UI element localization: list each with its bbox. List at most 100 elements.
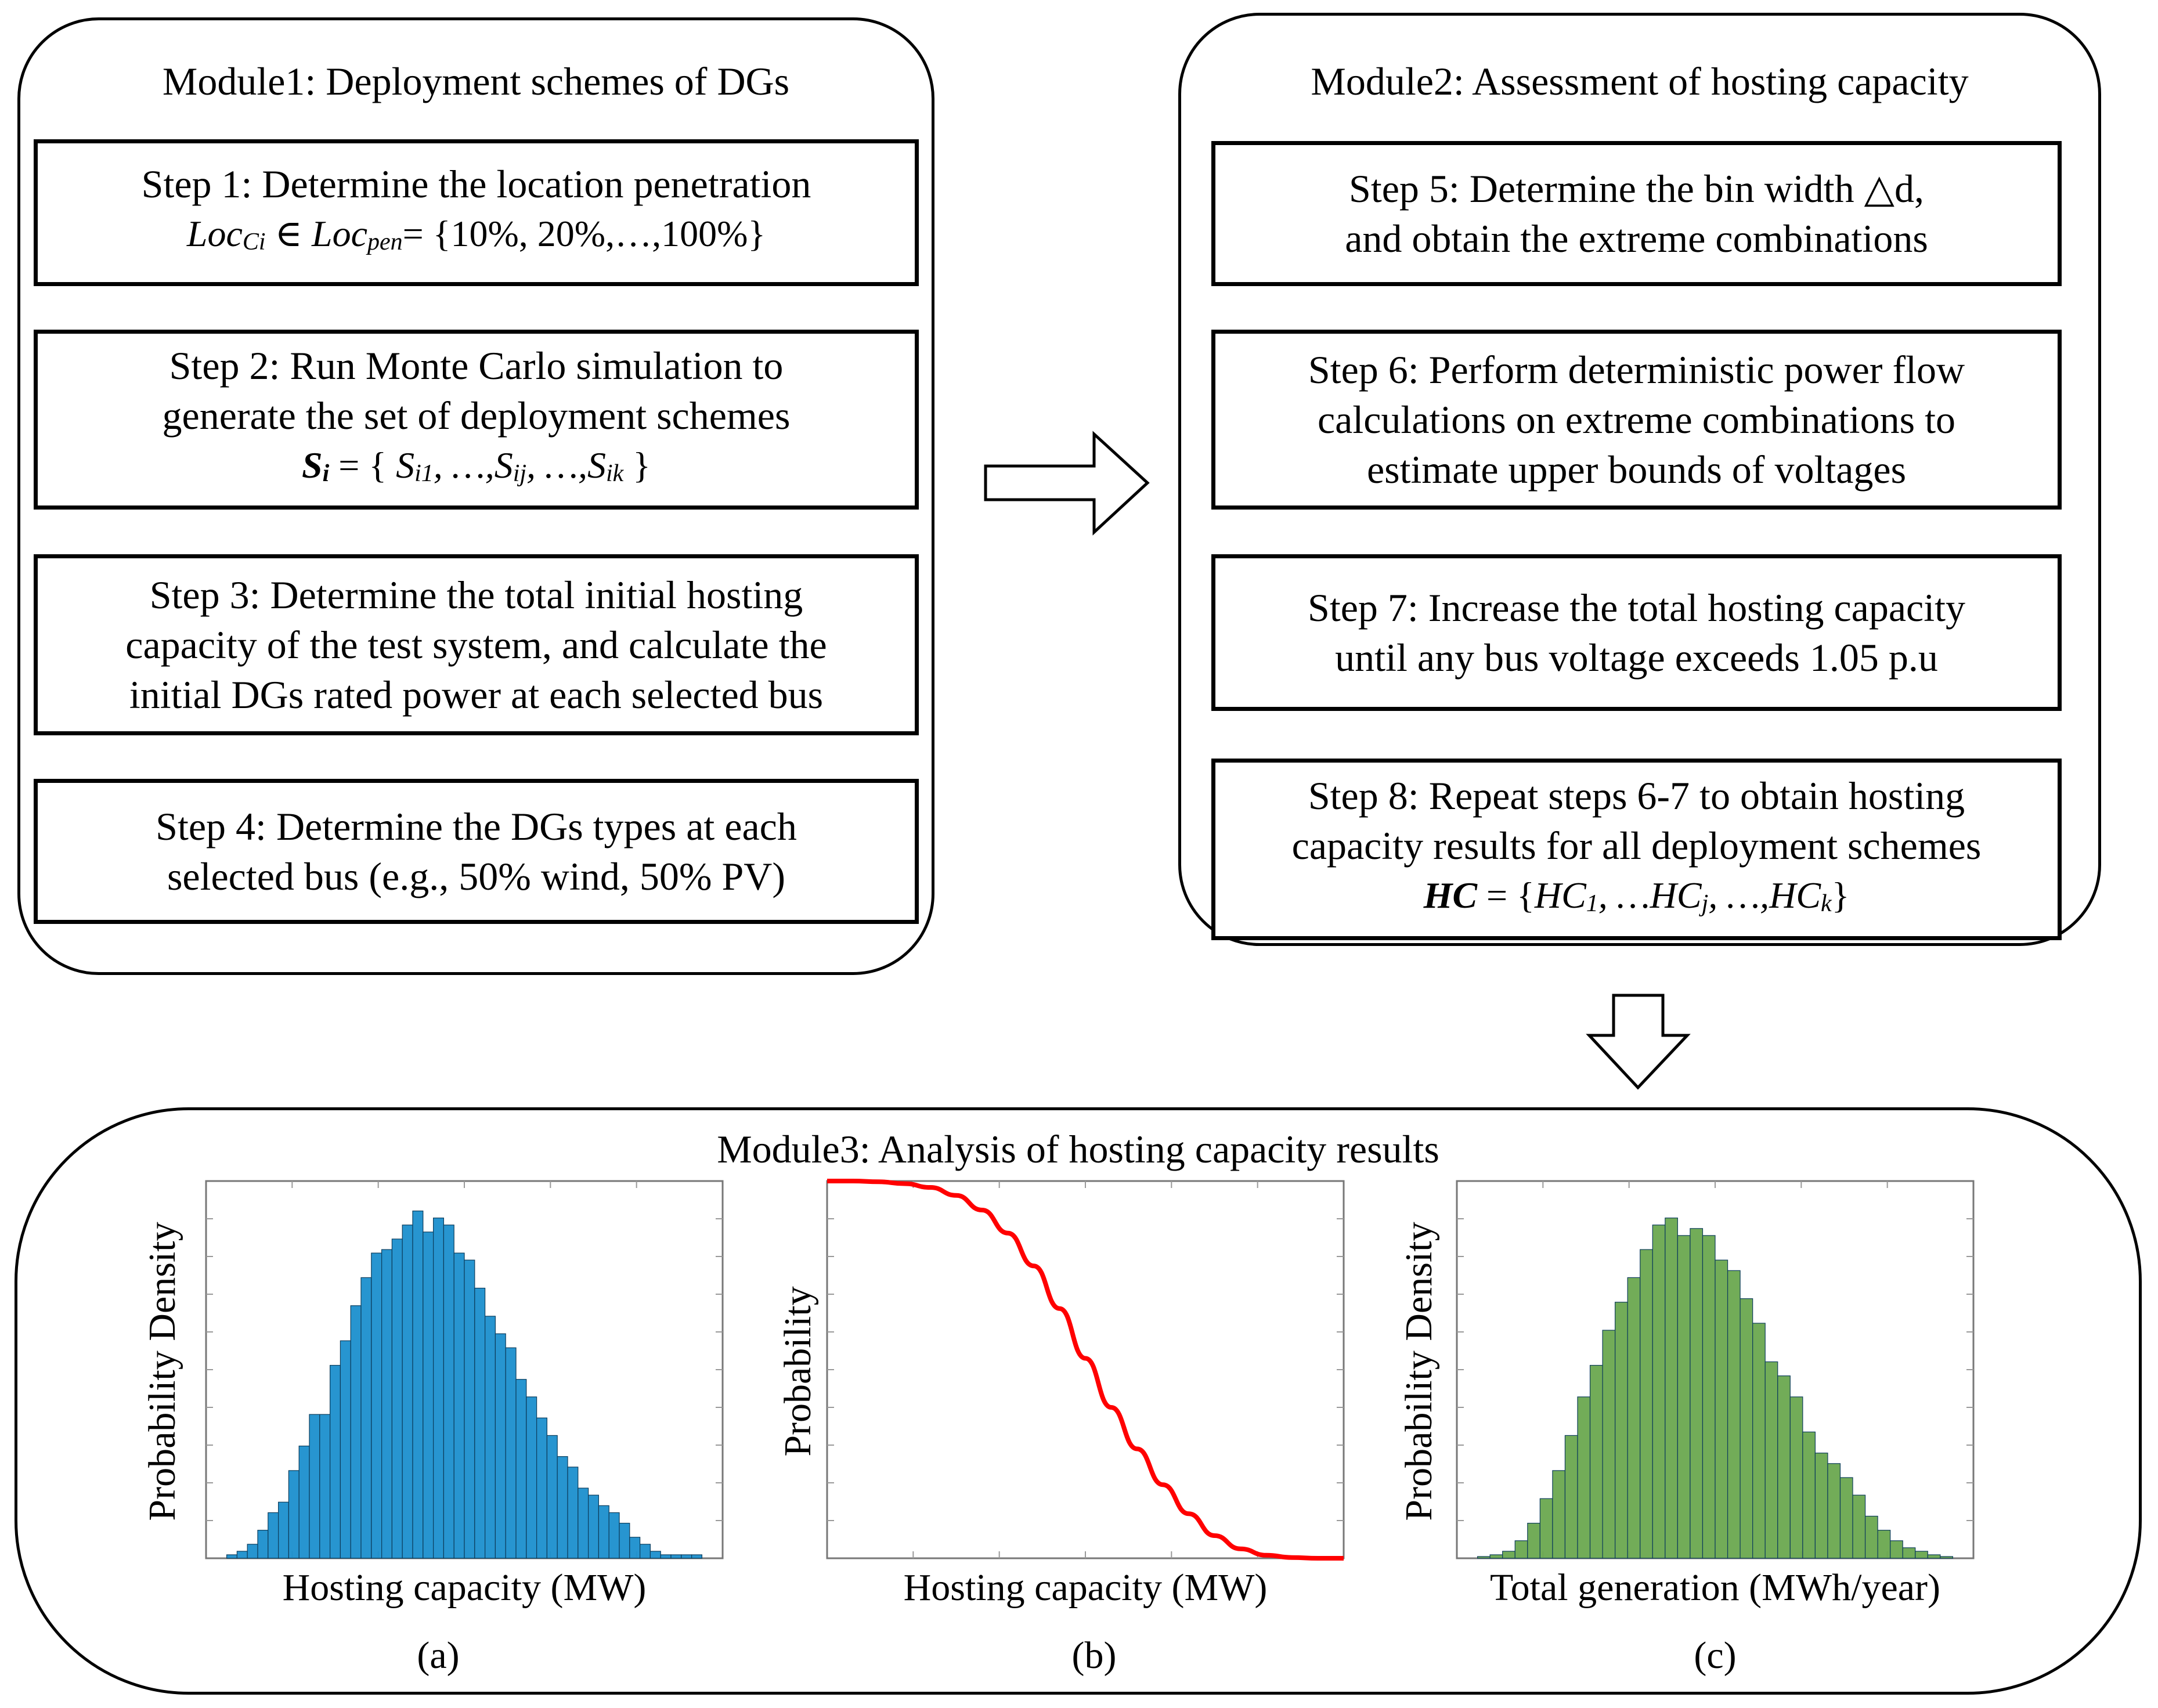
step2-text-line2: generate the set of deployment schemes <box>162 393 791 438</box>
chart-a-bar <box>619 1522 630 1559</box>
chart-c-bar <box>1852 1494 1866 1559</box>
chart-a-bar <box>268 1512 279 1559</box>
step1-formula: LocCi ∈ Locpen= {10%, 20%,…,100%} <box>186 212 766 255</box>
step1-box: Step 1: Determine the location penetrati… <box>34 139 919 286</box>
chart-c-bar <box>1864 1515 1878 1559</box>
chart-a-bar <box>319 1414 331 1559</box>
chart-a-bar <box>495 1333 506 1559</box>
chart-a-bar <box>412 1210 424 1559</box>
chart-a-bar <box>546 1435 558 1559</box>
chart-a-xlabel: Hosting capacity (MW) <box>282 1566 647 1609</box>
step4-text-line2: selected bus (e.g., 50% wind, 50% PV) <box>167 854 786 898</box>
step8-box: Step 8: Repeat steps 6-7 to obtain hosti… <box>1211 759 2062 940</box>
chart-a-bar <box>578 1487 589 1559</box>
step8-formula: HC = {HC1, …HCj, …,HCk} <box>1423 874 1850 917</box>
chart-c-bar <box>1727 1270 1741 1559</box>
chart-c-bar <box>1752 1323 1766 1559</box>
chart-b-panel-label: (b) <box>1071 1634 1117 1677</box>
chart-c-bar <box>1514 1540 1528 1559</box>
step2-formula: Si = { Si1, …,Sij, …,Sik } <box>302 445 651 487</box>
chart-c-bar <box>1789 1396 1803 1559</box>
step7-text-line2: until any bus voltage exceeds 1.05 p.u <box>1335 635 1938 680</box>
chart-a-bar <box>515 1379 527 1559</box>
chart-c-bar <box>1615 1302 1628 1559</box>
step3-text-line2: capacity of the test system, and calcula… <box>125 623 827 667</box>
chart-a-bar <box>381 1249 393 1559</box>
chart-c-bar <box>1777 1375 1791 1559</box>
chart-c-bar <box>1477 1556 1491 1559</box>
chart-c-bar <box>1527 1522 1540 1559</box>
chart-c-bar <box>1715 1259 1728 1559</box>
chart-a-bar <box>670 1554 682 1559</box>
chart-a-bar <box>587 1494 599 1559</box>
chart-c-bar <box>1764 1361 1778 1559</box>
chart-c-panel-label: (c) <box>1694 1634 1737 1677</box>
chart-a-bar <box>236 1551 248 1559</box>
chart-a-bar <box>330 1364 341 1559</box>
histogram-hosting-capacity <box>205 1180 724 1559</box>
chart-b-series-line <box>827 1179 1344 1561</box>
chart-a-bar <box>309 1414 320 1559</box>
chart-c-bar <box>1602 1330 1616 1559</box>
step3-text-line3: initial DGs rated power at each selected… <box>129 673 824 717</box>
step5-box: Step 5: Determine the bin width △d, and … <box>1211 141 2062 286</box>
chart-c-bar <box>1940 1556 1954 1559</box>
chart-b-axes-frame <box>826 1180 1345 1559</box>
chart-c-bar <box>1502 1551 1515 1559</box>
chart-c-bar <box>1814 1453 1828 1559</box>
chart-c-bar <box>1802 1431 1816 1559</box>
module1-title: Module1: Deployment schemes of DGs <box>162 59 790 103</box>
chart-c-ylabel: Probability Density <box>1398 1222 1440 1521</box>
chart-a-bar <box>639 1544 651 1559</box>
step4-box: Step 4: Determine the DGs types at each … <box>34 779 919 924</box>
chart-a-bar <box>277 1501 289 1559</box>
chart-c-bar <box>1927 1554 1941 1559</box>
chart-a-bar <box>608 1512 620 1559</box>
chart-a-bar <box>257 1530 269 1559</box>
step3-text-line1: Step 3: Determine the total initial host… <box>149 573 803 617</box>
step6-box: Step 6: Perform deterministic power flow… <box>1211 330 2062 510</box>
chart-c-bar <box>1539 1498 1553 1559</box>
chart-a-bar <box>443 1225 454 1559</box>
chart-c-bar <box>1902 1547 1916 1559</box>
down-arrow-icon <box>1586 994 1691 1090</box>
step4-text-line1: Step 4: Determine the DGs types at each <box>156 804 797 848</box>
step8-text-line1: Step 8: Repeat steps 6-7 to obtain hosti… <box>1308 773 1965 818</box>
step5-text-line2: and obtain the extreme combinations <box>1345 216 1928 261</box>
step7-box: Step 7: Increase the total hosting capac… <box>1211 554 2062 711</box>
chart-c-bar <box>1589 1364 1603 1559</box>
chart-a-bar <box>340 1340 351 1559</box>
chart-a-bar <box>402 1225 413 1559</box>
chart-a-bar <box>567 1467 579 1559</box>
chart-c-bar <box>1890 1540 1903 1559</box>
chart-a-bar <box>350 1305 362 1559</box>
chart-a-bar <box>391 1238 403 1559</box>
chart-a-ylabel: Probability Density <box>141 1222 183 1521</box>
chart-a-bar <box>247 1544 258 1559</box>
step5-text-line1: Step 5: Determine the bin width △d, <box>1349 167 1924 211</box>
chart-a-bar <box>557 1456 568 1559</box>
chart-b-xlabel: Hosting capacity (MW) <box>903 1566 1268 1609</box>
chart-a-bar <box>691 1554 702 1559</box>
chart-c-xlabel: Total generation (MWh/year) <box>1489 1566 1941 1609</box>
chart-a-bar <box>485 1316 496 1559</box>
step2-box: Step 2: Run Monte Carlo simulation to ge… <box>34 330 919 510</box>
chart-a-bar <box>298 1445 310 1559</box>
chart-a-bar <box>660 1554 672 1559</box>
chart-c-bar <box>1665 1218 1678 1559</box>
right-arrow-icon <box>984 431 1150 536</box>
chart-a-bar <box>371 1252 382 1559</box>
chart-c-bar <box>1677 1235 1691 1559</box>
chart-c-bar <box>1577 1396 1591 1559</box>
chart-c-bar <box>1702 1235 1716 1559</box>
step6-text-line1: Step 6: Perform deterministic power flow <box>1308 348 1965 392</box>
chart-a-panel-label: (a) <box>417 1634 460 1677</box>
chart-a-bar <box>505 1347 517 1559</box>
chart-c-bar <box>1640 1249 1653 1559</box>
step8-text-line2: capacity results for all deployment sche… <box>1291 823 1982 868</box>
chart-c-bar <box>1827 1463 1841 1559</box>
chart-a-bar <box>474 1287 486 1559</box>
chart-c-bar <box>1915 1551 1928 1559</box>
chart-a-bar <box>453 1252 465 1559</box>
step6-text-line2: calculations on extreme combinations to <box>1317 398 1956 442</box>
